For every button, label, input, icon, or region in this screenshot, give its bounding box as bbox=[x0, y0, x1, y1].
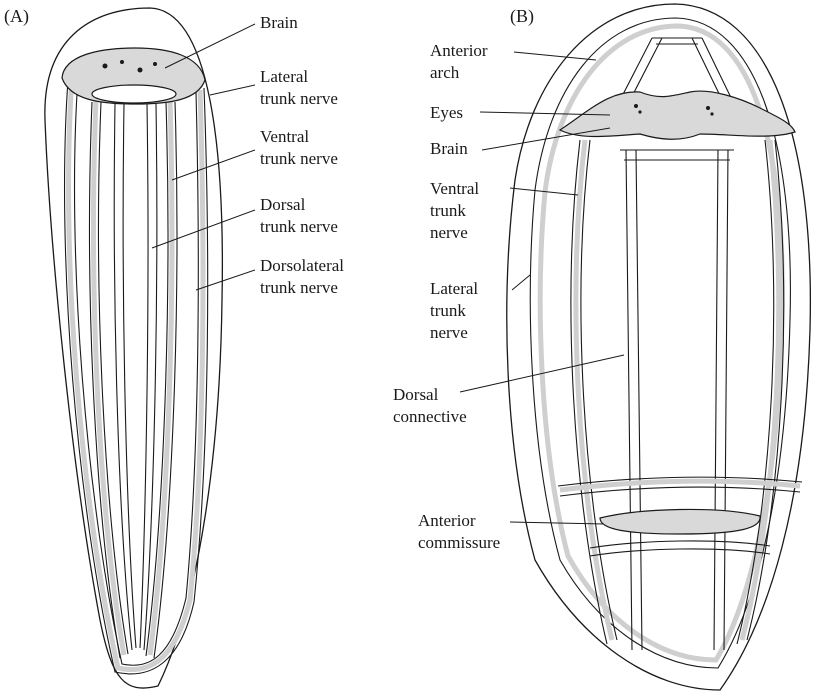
panel-a-callouts: Brain Lateral trunk nerve Ventral trunk … bbox=[260, 13, 348, 297]
callout-brain: Brain bbox=[260, 13, 298, 32]
callout-ventral-trunk-nerve: Ventral trunk nerve bbox=[260, 127, 338, 168]
callout-eyes: Eyes bbox=[430, 103, 463, 122]
panel-a-nerve-cords bbox=[65, 78, 208, 674]
panel-b-brain bbox=[560, 91, 795, 139]
panel-a-brain bbox=[62, 48, 205, 104]
callout-dorsal-trunk-nerve: Dorsal trunk nerve bbox=[260, 195, 338, 236]
panel-b-label: (B) bbox=[510, 6, 534, 27]
panel-b-callouts: Anterior arch Eyes Brain Ventral trunk n… bbox=[393, 41, 500, 552]
callout-anterior-commissure: Anterior commissure bbox=[418, 511, 500, 552]
callout-brain: Brain bbox=[430, 139, 468, 158]
callout-lateral-trunk-nerve: Lateral trunk nerve bbox=[260, 67, 338, 108]
panel-b: (B) bbox=[393, 4, 810, 690]
panel-a: (A) bbox=[4, 6, 348, 688]
callout-lateral-trunk-nerve: Lateral trunk nerve bbox=[430, 279, 482, 342]
panel-b-trunk-nerves bbox=[571, 140, 784, 650]
callout-dorsolateral-trunk-nerve: Dorsolateral trunk nerve bbox=[260, 256, 348, 297]
panel-a-label: (A) bbox=[4, 6, 29, 27]
callout-anterior-arch: Anterior arch bbox=[430, 41, 492, 82]
callout-dorsal-connective: Dorsal connective bbox=[393, 385, 467, 426]
callout-ventral-trunk-nerve: Ventral trunk nerve bbox=[430, 179, 483, 242]
